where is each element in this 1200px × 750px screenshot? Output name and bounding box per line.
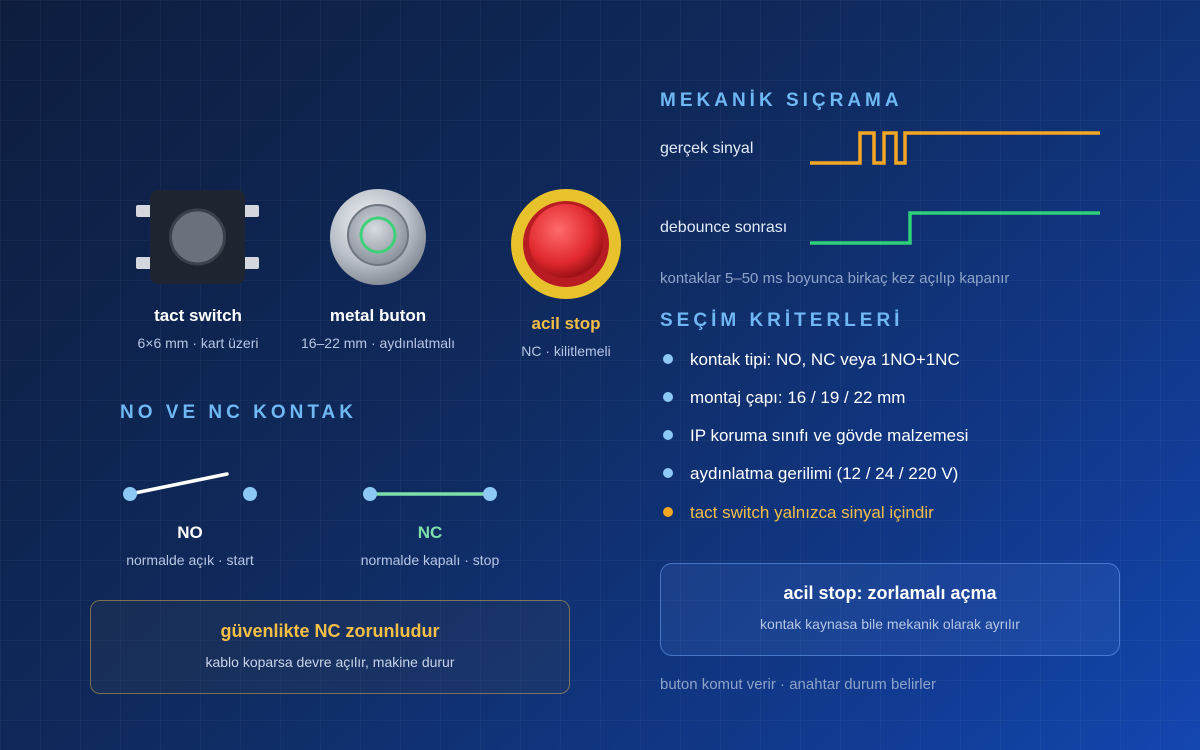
criteria-bullet-icon [663, 392, 673, 402]
safety-note-box: güvenlikte NC zorunludur kablo koparsa d… [90, 600, 570, 694]
criteria-item: aydınlatma gerilimi (12 / 24 / 220 V) [690, 464, 959, 483]
criteria-section-title: SEÇİM KRİTERLERİ [660, 310, 904, 331]
estop-note-title: acil stop: zorlamalı açma [783, 583, 997, 603]
criteria-bullet-icon [663, 430, 673, 440]
estop-note-subtitle: kontak kaynasa bile mekanik olarak ayrıl… [760, 616, 1020, 632]
metal-button-title: metal buton [329, 306, 427, 325]
nc-contact-subtitle: normalde kapalı · stop [360, 552, 500, 568]
emergency-stop-icon [511, 189, 621, 299]
bounce-note: kontaklar 5–50 ms boyunca birkaç kez açı… [660, 270, 1010, 287]
criteria-warning-bullet-icon [663, 507, 673, 517]
real-signal-waveform [810, 131, 1100, 165]
bounce-section-title: MEKANİK SIÇRAMA [660, 90, 903, 111]
footer-note: buton komut verir · anahtar durum belirl… [660, 676, 936, 693]
safety-note-subtitle: kablo koparsa devre açılır, makine durur [205, 654, 455, 670]
no-contact-symbol [123, 472, 257, 501]
tact-switch-icon [136, 190, 259, 284]
criteria-bullet-icon [663, 468, 673, 478]
contacts-section-title: NO VE NC KONTAK [120, 402, 357, 423]
no-contact-title: NO [177, 523, 203, 542]
metal-button-subtitle: 16–22 mm · aydınlatmalı [300, 335, 456, 351]
safety-note-title: güvenlikte NC zorunludur [220, 621, 440, 641]
criteria-item: IP koruma sınıfı ve gövde malzemesi [690, 426, 969, 445]
criteria-warning-item: tact switch yalnızca sinyal içindir [690, 503, 934, 522]
emergency-stop-title: acil stop [531, 314, 601, 333]
tact-switch-subtitle: 6×6 mm · kart üzeri [137, 335, 259, 351]
criteria-bullet-icon [663, 354, 673, 364]
real-signal-label: gerçek sinyal [660, 140, 754, 157]
nc-contact-title: NC [417, 523, 443, 542]
emergency-stop-subtitle: NC · kilitlemeli [521, 343, 611, 359]
tact-switch-title: tact switch [154, 306, 242, 325]
nc-contact-symbol [363, 487, 497, 501]
estop-note-box: acil stop: zorlamalı açma kontak kaynasa… [660, 563, 1120, 656]
debounce-label: debounce sonrası [660, 219, 788, 236]
criteria-item: kontak tipi: NO, NC veya 1NO+1NC [690, 350, 960, 369]
metal-button-icon [330, 189, 426, 285]
debounce-waveform [810, 211, 1100, 245]
criteria-item: montaj çapı: 16 / 19 / 22 mm [690, 388, 906, 407]
no-contact-subtitle: normalde açık · start [126, 552, 254, 568]
